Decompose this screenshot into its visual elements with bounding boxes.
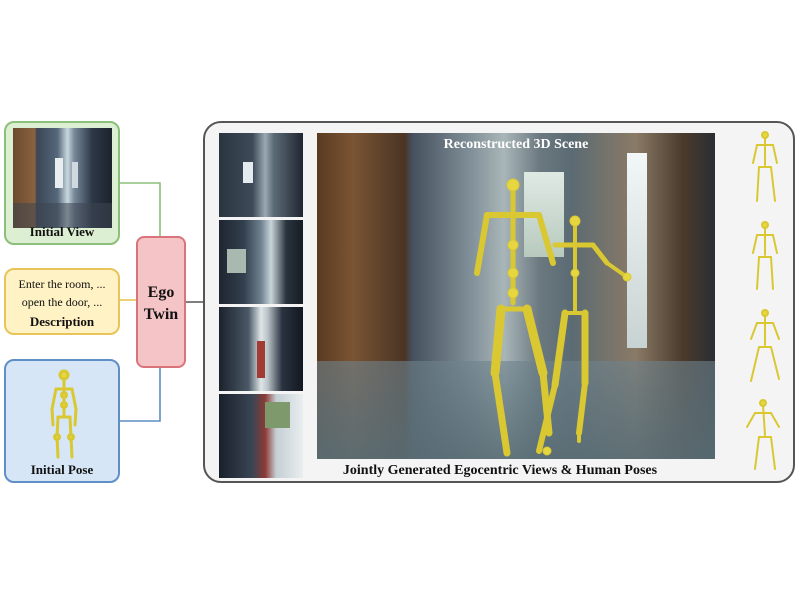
pose-connector xyxy=(120,368,161,422)
scene-title: Reconstructed 3D Scene xyxy=(443,137,589,152)
egocentric-frame-1 xyxy=(219,133,303,217)
egocentric-frame-2 xyxy=(219,220,303,304)
model-name-line-1: Ego xyxy=(147,284,175,301)
description-line-1: Enter the room, ... xyxy=(18,277,106,291)
initial-pose-skeleton xyxy=(50,369,78,459)
initial-view-image xyxy=(13,128,112,228)
view-connector xyxy=(120,182,161,236)
egotwin-model-box: Ego Twin xyxy=(136,236,186,368)
pose-sequence-4 xyxy=(746,399,780,470)
initial-view-box: Initial View xyxy=(4,121,120,245)
scene-window-right xyxy=(627,152,648,349)
reconstructed-scene-image: Reconstructed 3D Scene xyxy=(317,133,715,459)
pose-sequence-column xyxy=(746,131,780,470)
description-label: Description xyxy=(29,314,95,329)
description-box: Enter the room, ... open the door, ... D… xyxy=(4,268,120,335)
egocentric-frame-3 xyxy=(219,307,303,391)
output-panel: Reconstructed 3D Scene xyxy=(203,121,795,483)
pose-sequence-3 xyxy=(750,309,780,382)
egocentric-frame-4 xyxy=(219,394,303,478)
initial-pose-label: Initial Pose xyxy=(30,462,94,477)
generated-pose-trajectory xyxy=(474,178,632,457)
initial-view-label: Initial View xyxy=(29,224,95,239)
initial-pose-box: Initial Pose xyxy=(4,359,120,483)
scene-floor xyxy=(317,361,715,459)
output-caption: Jointly Generated Egocentric Views & Hum… xyxy=(342,463,658,478)
description-line-2: open the door, ... xyxy=(21,295,103,309)
model-name-line-2: Twin xyxy=(143,306,179,323)
pose-sequence-1 xyxy=(752,131,778,202)
pose-sequence-2 xyxy=(752,221,778,290)
